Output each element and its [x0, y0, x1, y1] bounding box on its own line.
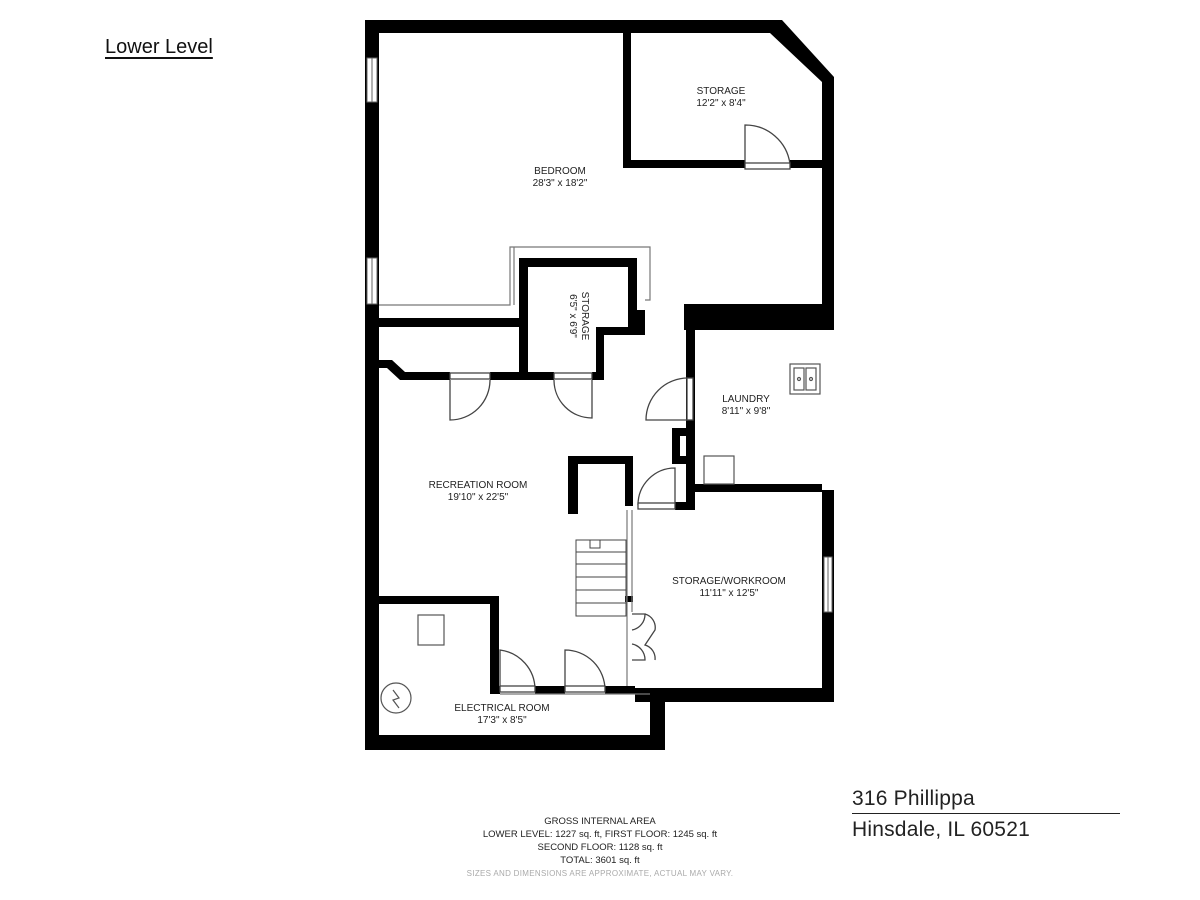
room-dims-bedroom: 28'3" x 18'2" [533, 178, 588, 189]
room-labels: BEDROOM 28'3" x 18'2" STORAGE 12'2" x 8'… [429, 86, 786, 726]
room-dims-recreation: 19'10" x 22'5" [448, 492, 509, 503]
stairs [575, 539, 627, 617]
address-street: 316 Phillippa [852, 787, 975, 810]
doors [449, 124, 791, 693]
room-name-bedroom: BEDROOM [534, 166, 586, 177]
room-name-laundry: LAUNDRY [722, 394, 770, 405]
room-dims-storage-small: 6'5" x 6'9" [567, 294, 578, 338]
address-city: Hinsdale, IL 60521 [852, 818, 1030, 841]
fixtures [380, 363, 821, 714]
room-dims-workroom: 11'11" x 12'5" [700, 588, 759, 599]
room-dims-laundry: 8'11" x 9'8" [722, 406, 771, 417]
thin-lines [379, 246, 651, 695]
room-name-electrical: ELECTRICAL ROOM [454, 703, 549, 714]
exterior-walls [365, 20, 834, 750]
room-name-storage-small: STORAGE [579, 292, 590, 341]
room-name-recreation: RECREATION ROOM [429, 480, 528, 491]
room-name-storage-top: STORAGE [697, 86, 746, 97]
gross-area-line1: LOWER LEVEL: 1227 sq. ft, FIRST FLOOR: 1… [482, 829, 718, 840]
gross-area-disclaimer: SIZES AND DIMENSIONS ARE APPROXIMATE, AC… [466, 869, 734, 878]
gross-area-heading: GROSS INTERNAL AREA [544, 816, 656, 827]
room-dims-storage-top: 12'2" x 8'4" [696, 98, 746, 109]
level-title: Lower Level [105, 36, 213, 58]
gross-area-line2: SECOND FLOOR: 1128 sq. ft [537, 842, 663, 853]
gross-area-total: TOTAL: 3601 sq. ft [560, 855, 640, 866]
gross-area-block: GROSS INTERNAL AREA LOWER LEVEL: 1227 sq… [440, 815, 760, 880]
interior-walls [379, 33, 834, 694]
room-name-workroom: STORAGE/WORKROOM [672, 576, 786, 587]
address-divider [852, 813, 1120, 814]
room-dims-electrical: 17'3" x 8'5" [477, 715, 527, 726]
windows [366, 57, 833, 613]
